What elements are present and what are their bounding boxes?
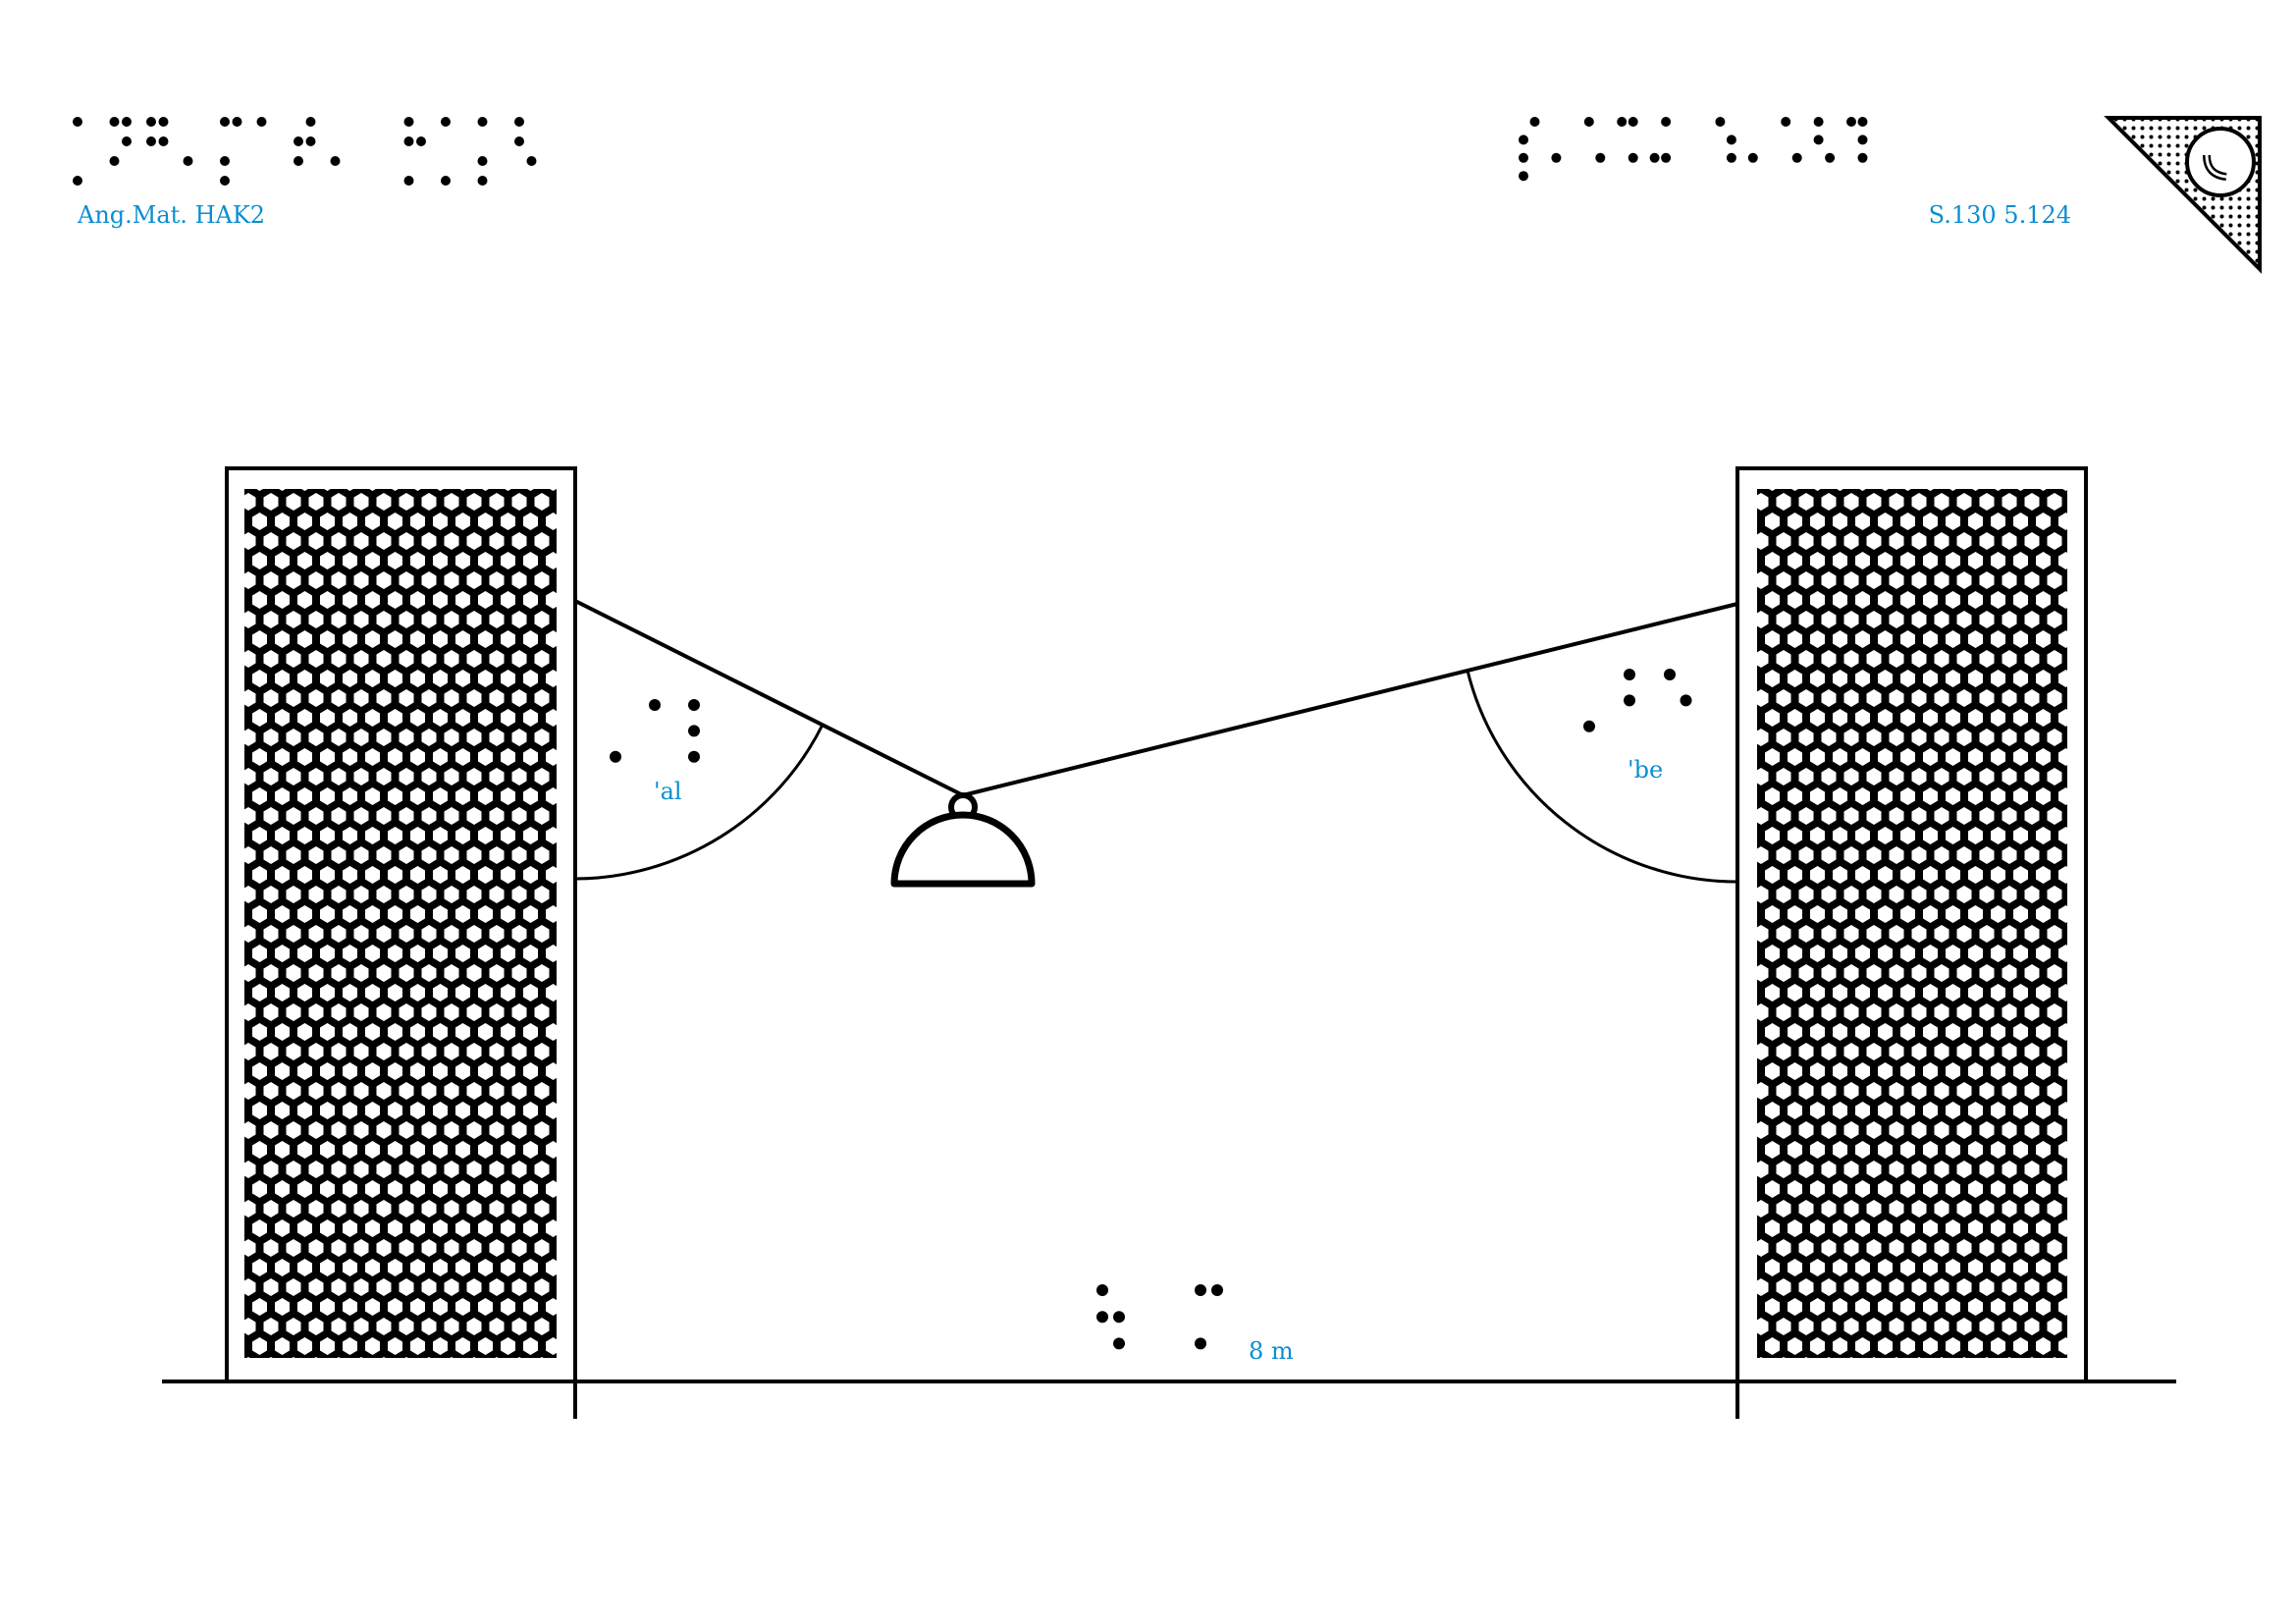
braille-dot [1583, 117, 1594, 127]
braille-dot [1551, 152, 1562, 163]
braille-dot [1628, 152, 1638, 163]
braille-dot [232, 117, 242, 127]
braille-dot [477, 156, 488, 166]
right-building [1735, 466, 2088, 1383]
braille-dot [514, 117, 524, 127]
braille-dot [1624, 669, 1635, 680]
page-orientation-corner-icon [2104, 116, 2262, 274]
braille-dot [220, 156, 230, 166]
braille-angle-beta [1583, 669, 1692, 732]
braille-dot [688, 699, 700, 711]
header-title-left: Ang.Mat. HAK2 [78, 201, 266, 229]
rope-right [962, 602, 1738, 797]
braille-dot [1813, 117, 1824, 127]
header-title-right: S.130 5.124 [1928, 201, 2071, 229]
braille-dot [73, 176, 82, 186]
braille-dot [688, 750, 700, 763]
rope-left [574, 599, 964, 797]
braille-dot [1195, 1284, 1206, 1296]
braille-dot [1813, 135, 1824, 145]
braille-dot [403, 136, 414, 146]
braille-dot [526, 156, 537, 166]
braille-dot [146, 136, 156, 146]
braille-angle-alpha [610, 699, 700, 763]
braille-dot [73, 117, 82, 127]
braille-dot [1624, 694, 1635, 707]
braille-dot [1519, 135, 1528, 145]
braille-dot [416, 136, 426, 146]
braille-dot [1726, 135, 1736, 145]
distance-label: 8 m [1249, 1337, 1294, 1365]
braille-header-left [73, 117, 537, 186]
braille-dot [1096, 1284, 1108, 1296]
braille-dot [1617, 117, 1628, 127]
braille-dot [1519, 152, 1528, 163]
braille-dot [1664, 669, 1676, 680]
braille-dot [1628, 117, 1638, 127]
braille-dot [1211, 1284, 1223, 1296]
braille-dot [158, 117, 169, 127]
braille-dot [1791, 152, 1802, 163]
braille-dot [477, 117, 488, 127]
braille-dot [1726, 152, 1736, 163]
angle-alpha-label: 'al [654, 778, 682, 805]
braille-dot [1747, 152, 1758, 163]
braille-dot [1857, 117, 1868, 127]
braille-dot [1715, 117, 1726, 127]
braille-dot [220, 176, 230, 186]
braille-dot [183, 156, 193, 166]
braille-dot [1846, 117, 1856, 127]
braille-dot [220, 117, 230, 127]
braille-dot [1661, 117, 1672, 127]
left-building [225, 466, 577, 1383]
braille-header-right [1519, 117, 1868, 182]
braille-dot [688, 725, 700, 737]
braille-dot [1519, 171, 1528, 182]
braille-dot [1529, 117, 1540, 127]
braille-dot [514, 136, 524, 146]
braille-dot [1195, 1337, 1206, 1350]
braille-layer [73, 117, 1868, 1350]
angle-arc-alpha [574, 724, 825, 881]
braille-dot [441, 117, 451, 127]
braille-dot [1649, 152, 1660, 163]
braille-dot [294, 156, 303, 166]
braille-dot [294, 136, 303, 146]
braille-dot [1113, 1337, 1125, 1350]
braille-dot [403, 117, 414, 127]
braille-dot [477, 176, 488, 186]
braille-dot [1825, 152, 1836, 163]
braille-dot [610, 750, 621, 763]
braille-dot [1857, 152, 1868, 163]
braille-dot [256, 117, 267, 127]
braille-dot [403, 176, 414, 186]
braille-dot [441, 176, 451, 186]
braille-dot [109, 156, 120, 166]
braille-dot [146, 117, 156, 127]
braille-dot [1113, 1311, 1125, 1324]
braille-dot [1583, 720, 1595, 732]
braille-dot [1680, 694, 1692, 707]
braille-dot [1096, 1311, 1108, 1324]
braille-dot [1595, 152, 1606, 163]
braille-dot [1857, 135, 1868, 145]
braille-dot [649, 699, 661, 711]
braille-dot [122, 136, 132, 146]
braille-dot [109, 117, 120, 127]
angle-arc-beta [1466, 670, 1738, 884]
braille-dot [305, 136, 316, 146]
braille-dot [122, 117, 132, 127]
braille-dot [1661, 152, 1672, 163]
braille-dot [1781, 117, 1791, 127]
braille-distance [1096, 1284, 1223, 1350]
braille-dot [158, 136, 169, 146]
lamp-icon [890, 792, 1036, 888]
angle-beta-label: 'be [1628, 756, 1664, 784]
braille-dot [330, 156, 341, 166]
braille-dot [305, 117, 316, 127]
